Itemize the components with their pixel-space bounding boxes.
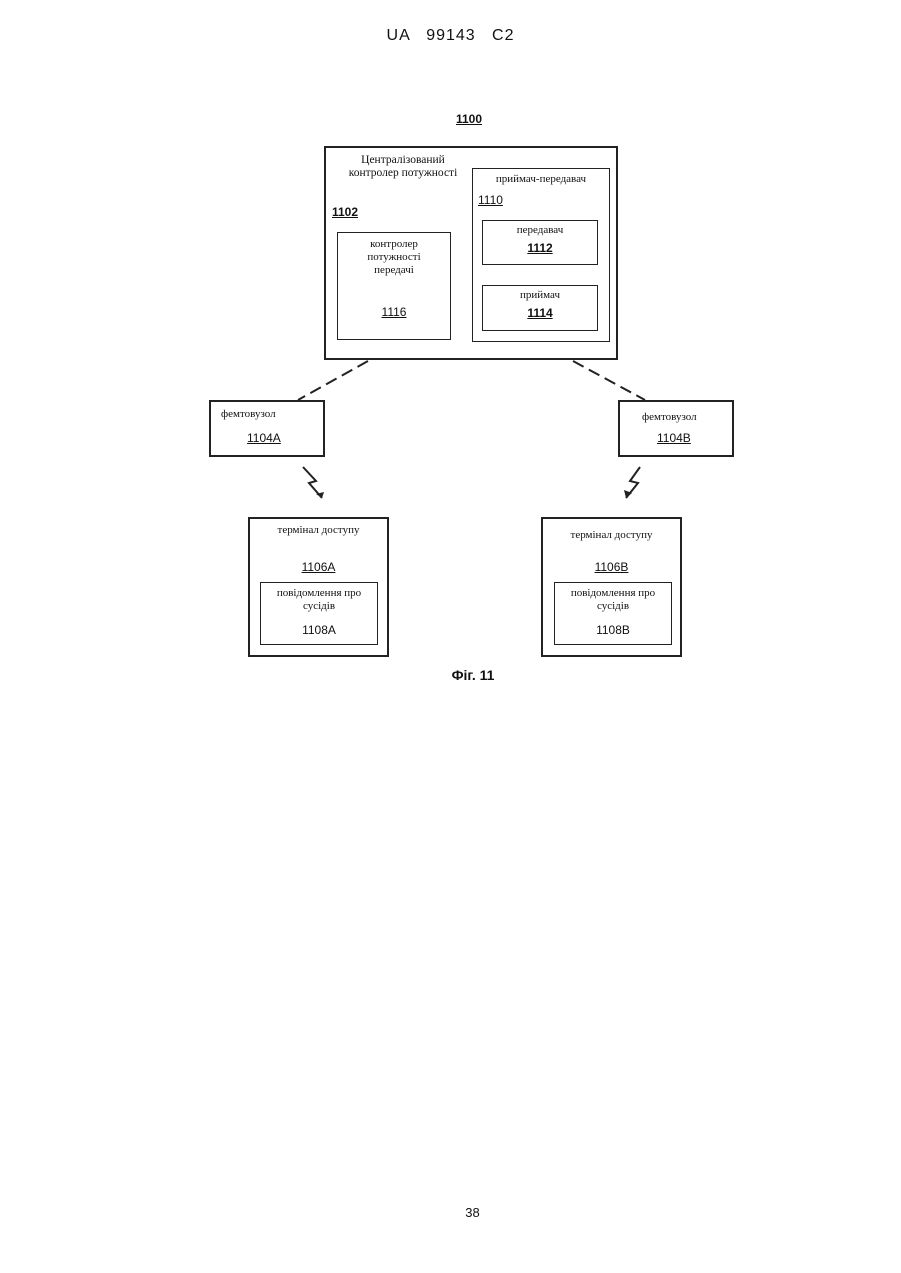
- page-number: 38: [0, 1205, 901, 1220]
- neighbor-report-a-box: повідомлення про сусідів 1108A: [260, 582, 378, 645]
- transceiver-id: 1110: [478, 193, 503, 207]
- tx-power-controller-title: контролер потужності передачі: [338, 238, 450, 277]
- figure-caption: Фіг. 11: [0, 667, 901, 683]
- controller-id: 1102: [332, 205, 358, 219]
- access-terminal-b-box: термінал доступу 1106B повідомлення про …: [541, 517, 682, 657]
- transceiver-box: приймач-передавач 1110 передавач 1112 пр…: [472, 168, 610, 342]
- femto-node-b-title: фемтовузол: [642, 411, 697, 424]
- femto-node-b-box: фемтовузол 1104B: [618, 400, 734, 457]
- link-controller-femto-b: [573, 361, 645, 400]
- femto-node-a-title: фемтовузол: [221, 408, 276, 421]
- neighbor-report-b-id: 1108B: [555, 623, 671, 637]
- transmitter-title: передавач: [483, 224, 597, 237]
- transmitter-box: передавач 1112: [482, 220, 598, 265]
- tx-power-controller-id: 1116: [338, 305, 450, 319]
- access-terminal-a-id: 1106A: [250, 560, 387, 574]
- access-terminal-b-id: 1106B: [543, 560, 680, 574]
- transceiver-title: приймач-передавач: [473, 173, 609, 186]
- receiver-id: 1114: [483, 306, 597, 320]
- centralized-controller-box: Централізований контролер потужності 110…: [324, 146, 618, 360]
- neighbor-report-b-title: повідомлення про сусідів: [555, 587, 671, 613]
- femto-node-b-id: 1104B: [657, 431, 691, 445]
- tx-power-controller-box: контролер потужності передачі 1116: [337, 232, 451, 340]
- access-terminal-a-title: термінал доступу: [250, 524, 387, 537]
- femto-node-a-box: фемтовузол 1104A: [209, 400, 325, 457]
- access-terminal-b-title: термінал доступу: [543, 529, 680, 542]
- receiver-box: приймач 1114: [482, 285, 598, 331]
- link-controller-femto-a: [298, 361, 368, 400]
- access-terminal-a-box: термінал доступу 1106A повідомлення про …: [248, 517, 389, 657]
- neighbor-report-a-title: повідомлення про сусідів: [261, 587, 377, 613]
- transmitter-id: 1112: [483, 241, 597, 255]
- neighbor-report-b-box: повідомлення про сусідів 1108B: [554, 582, 672, 645]
- femto-node-a-id: 1104A: [247, 431, 281, 445]
- neighbor-report-a-id: 1108A: [261, 623, 377, 637]
- controller-title: Централізований контролер потужності: [332, 154, 474, 180]
- receiver-title: приймач: [483, 289, 597, 302]
